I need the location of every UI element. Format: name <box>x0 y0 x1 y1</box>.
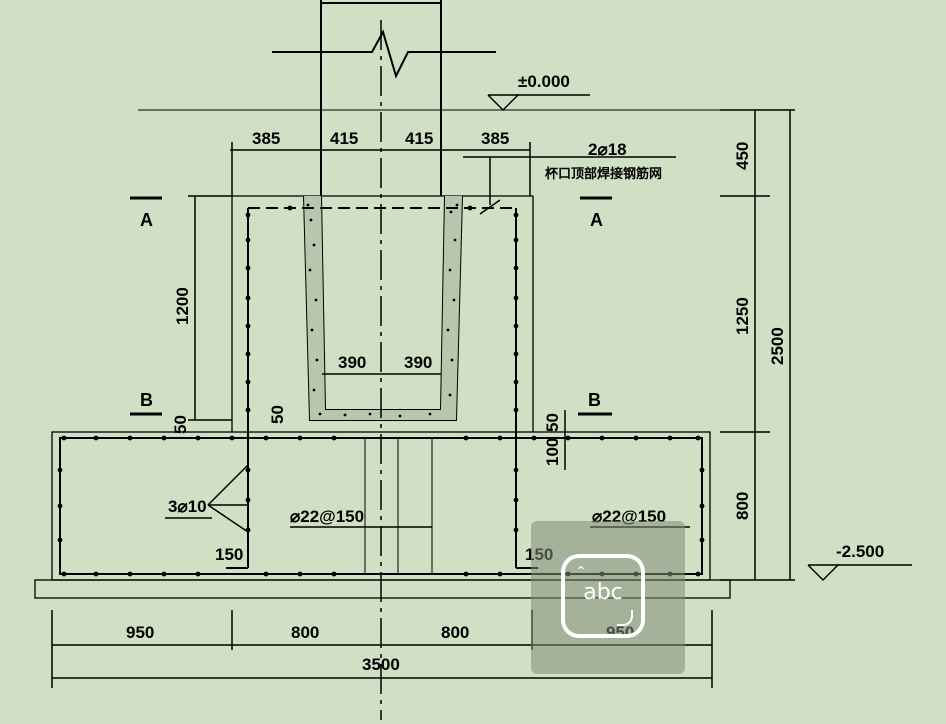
dim-800-right-bottom: 800 <box>441 623 469 642</box>
dim-50-mid: 50 <box>268 405 287 424</box>
bracket-tail-icon <box>617 610 633 626</box>
rebar-grid-left-label: ⌀22@150 <box>290 507 364 526</box>
blinding-slab <box>34 579 731 599</box>
pedestal-outline <box>231 195 534 432</box>
dim-415-left: 415 <box>330 129 358 148</box>
dim-100-right: 100 <box>543 438 562 466</box>
text-recognition-icon: ⌃ abc <box>561 554 645 638</box>
section-b-right: B <box>588 390 601 410</box>
dim-50-right: 50 <box>543 413 562 432</box>
cover-150-left: 150 <box>215 545 243 564</box>
section-a-left: A <box>140 210 153 230</box>
cup-note-label: 杯口顶部焊接钢筋网 <box>545 166 662 181</box>
break-line <box>272 29 496 79</box>
dim-385-left: 385 <box>252 129 280 148</box>
dimension-lines <box>51 94 912 688</box>
abc-label: abc <box>583 580 623 605</box>
rebar-top-label: 2⌀18 <box>588 140 627 159</box>
dim-1200: 1200 <box>173 287 192 325</box>
dim-415-right: 415 <box>405 129 433 148</box>
dim-3500: 3500 <box>362 655 400 674</box>
section-a-right: A <box>590 210 603 230</box>
dim-800-left-bottom: 800 <box>291 623 319 642</box>
grout-fill <box>304 196 462 420</box>
text-recognition-button[interactable]: ⌃ abc <box>531 521 685 674</box>
caret-icon: ⌃ <box>575 564 587 580</box>
dim-450: 450 <box>733 142 752 170</box>
elevation-top: ±0.000 <box>518 72 570 91</box>
section-b-left: B <box>140 390 153 410</box>
dim-800-right: 800 <box>733 492 752 520</box>
dim-2500: 2500 <box>768 327 787 365</box>
dim-1250: 1250 <box>733 297 752 335</box>
dim-390-right: 390 <box>404 353 432 372</box>
cup-outer <box>303 195 463 421</box>
elevation-bottom: -2.500 <box>836 542 884 561</box>
rebar-side-label: 3⌀10 <box>168 497 207 516</box>
dim-950-left: 950 <box>126 623 154 642</box>
dim-50-left: 50 <box>171 415 190 434</box>
dim-385-right: 385 <box>481 129 509 148</box>
cup-inner <box>320 195 446 411</box>
dim-390-left: 390 <box>338 353 366 372</box>
